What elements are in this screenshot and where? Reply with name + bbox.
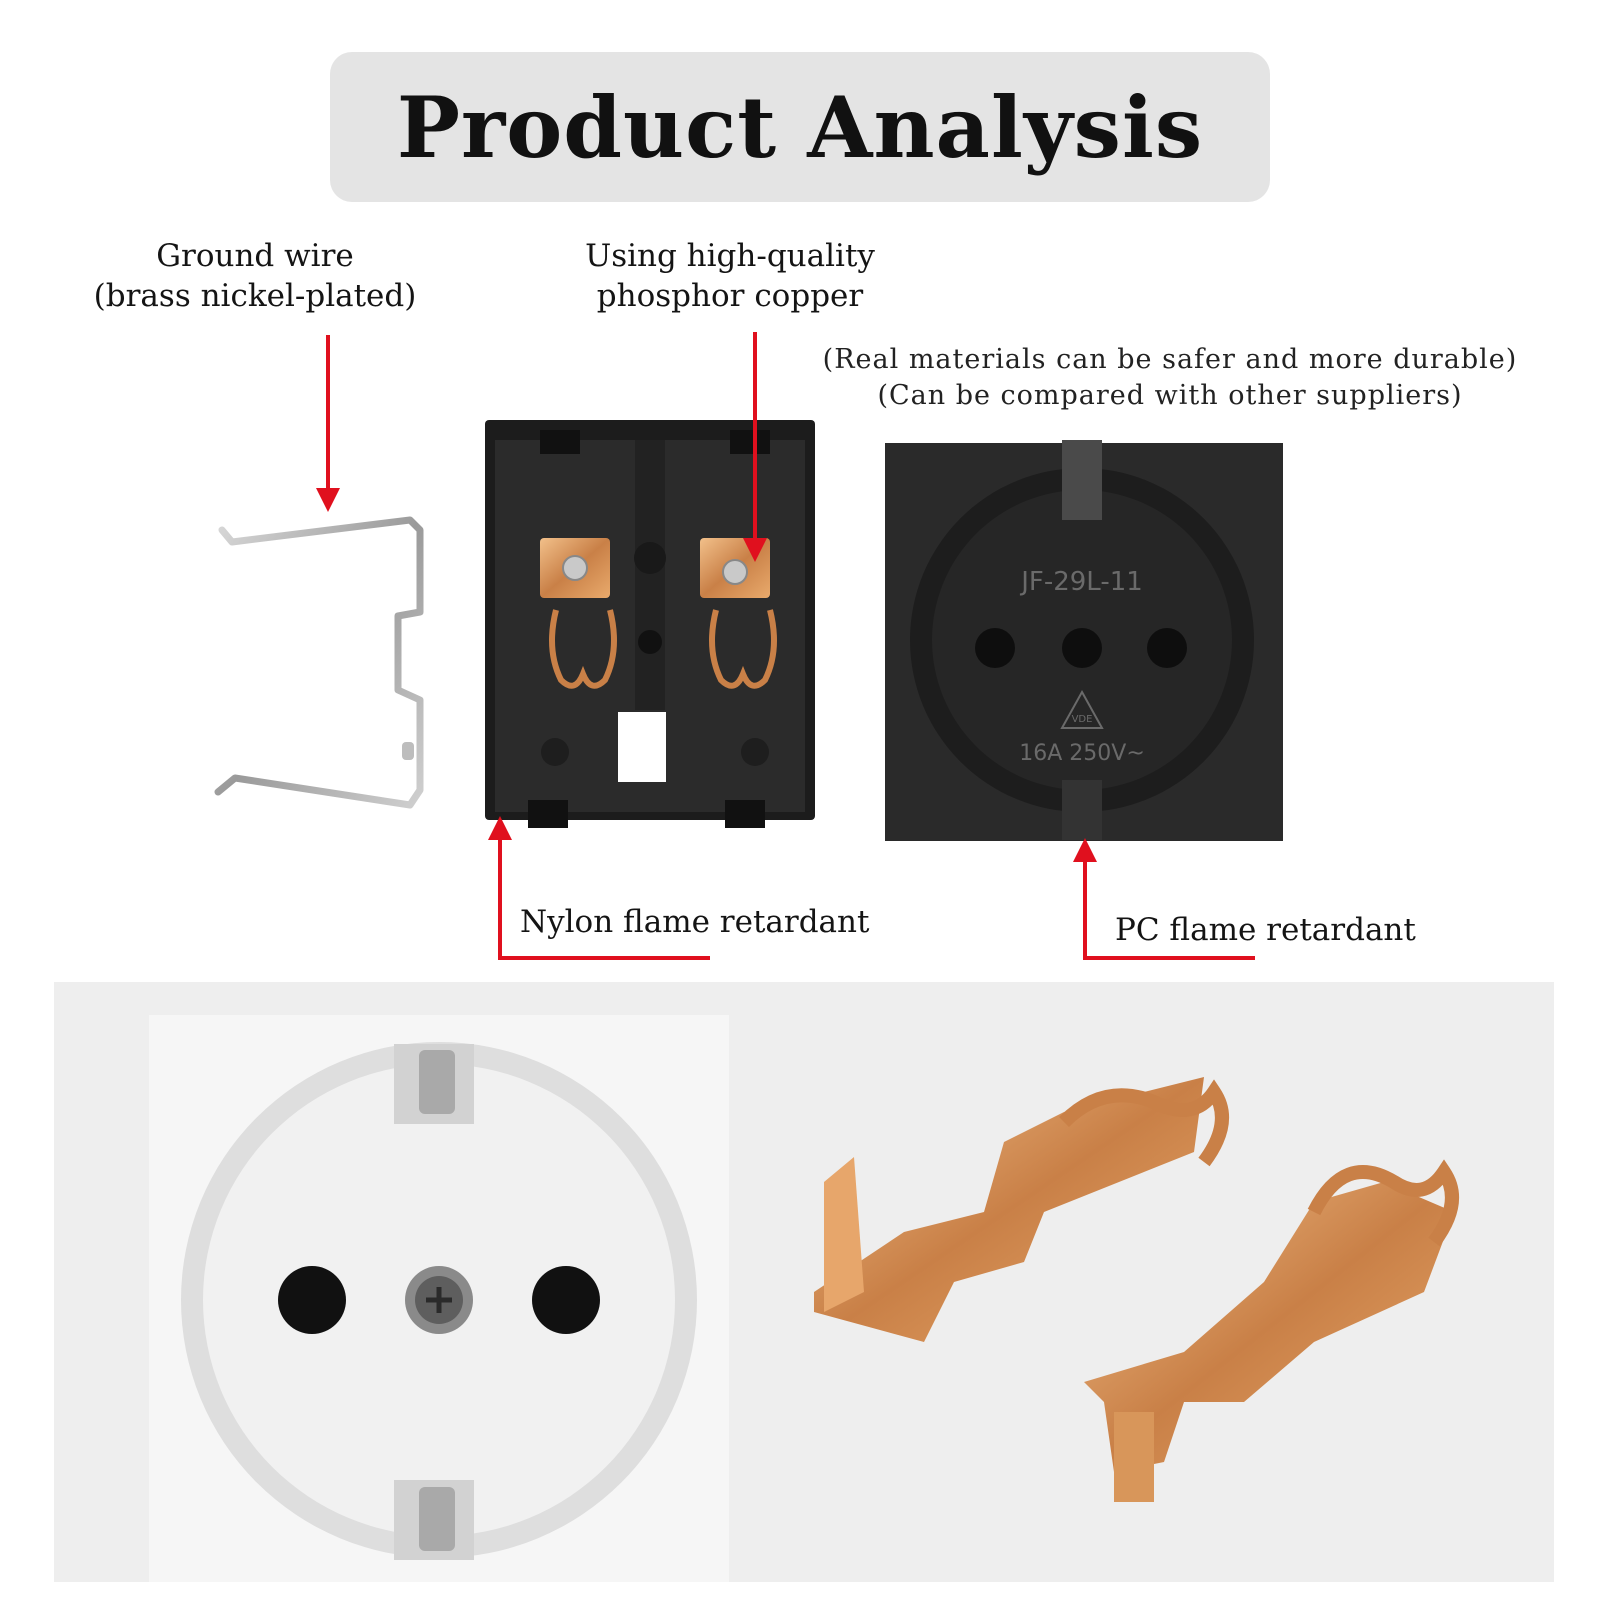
ground-wire-label: Ground wire (brass nickel-plated) [80, 236, 430, 316]
terminal-right [700, 538, 777, 689]
material-note: (Real materials can be safer and more du… [800, 342, 1540, 414]
bottom-illustration [149, 1015, 1459, 1582]
page-title: Product Analysis [396, 77, 1204, 177]
ground-wire-label-line2: (brass nickel-plated) [93, 278, 417, 314]
phosphor-copper-label: Using high-quality phosphor copper [560, 236, 900, 316]
material-note-line1: (Real materials can be safer and more du… [822, 344, 1518, 375]
ground-wire-rivet [402, 742, 414, 760]
copper-contact-left [814, 1077, 1229, 1342]
nylon-base [485, 420, 815, 828]
pc-label: PC flame retardant [1115, 912, 1416, 948]
copper-contacts [814, 1077, 1459, 1502]
bottom-photo-panel [54, 982, 1554, 1582]
material-note-line2: (Can be compared with other suppliers) [877, 380, 1463, 411]
pc-socket-cover: JF-29L-11 VDE 16A 250V~ [885, 440, 1283, 841]
socket-rating-text: 16A 250V~ [1019, 741, 1145, 766]
white-socket [149, 1015, 729, 1582]
ground-wire-label-line1: Ground wire [156, 238, 354, 274]
copper-contact-right [1084, 1159, 1459, 1502]
terminal-left [540, 538, 617, 689]
ground-wire-clip [214, 516, 424, 809]
phosphor-copper-label-line2: phosphor copper [596, 278, 864, 314]
arrows [316, 332, 1255, 960]
socket-model-text: JF-29L-11 [1019, 567, 1143, 597]
phosphor-copper-label-line1: Using high-quality [585, 238, 875, 274]
nylon-label: Nylon flame retardant [520, 904, 870, 940]
vde-mark: VDE [1072, 714, 1093, 725]
title-banner: Product Analysis [330, 52, 1270, 202]
